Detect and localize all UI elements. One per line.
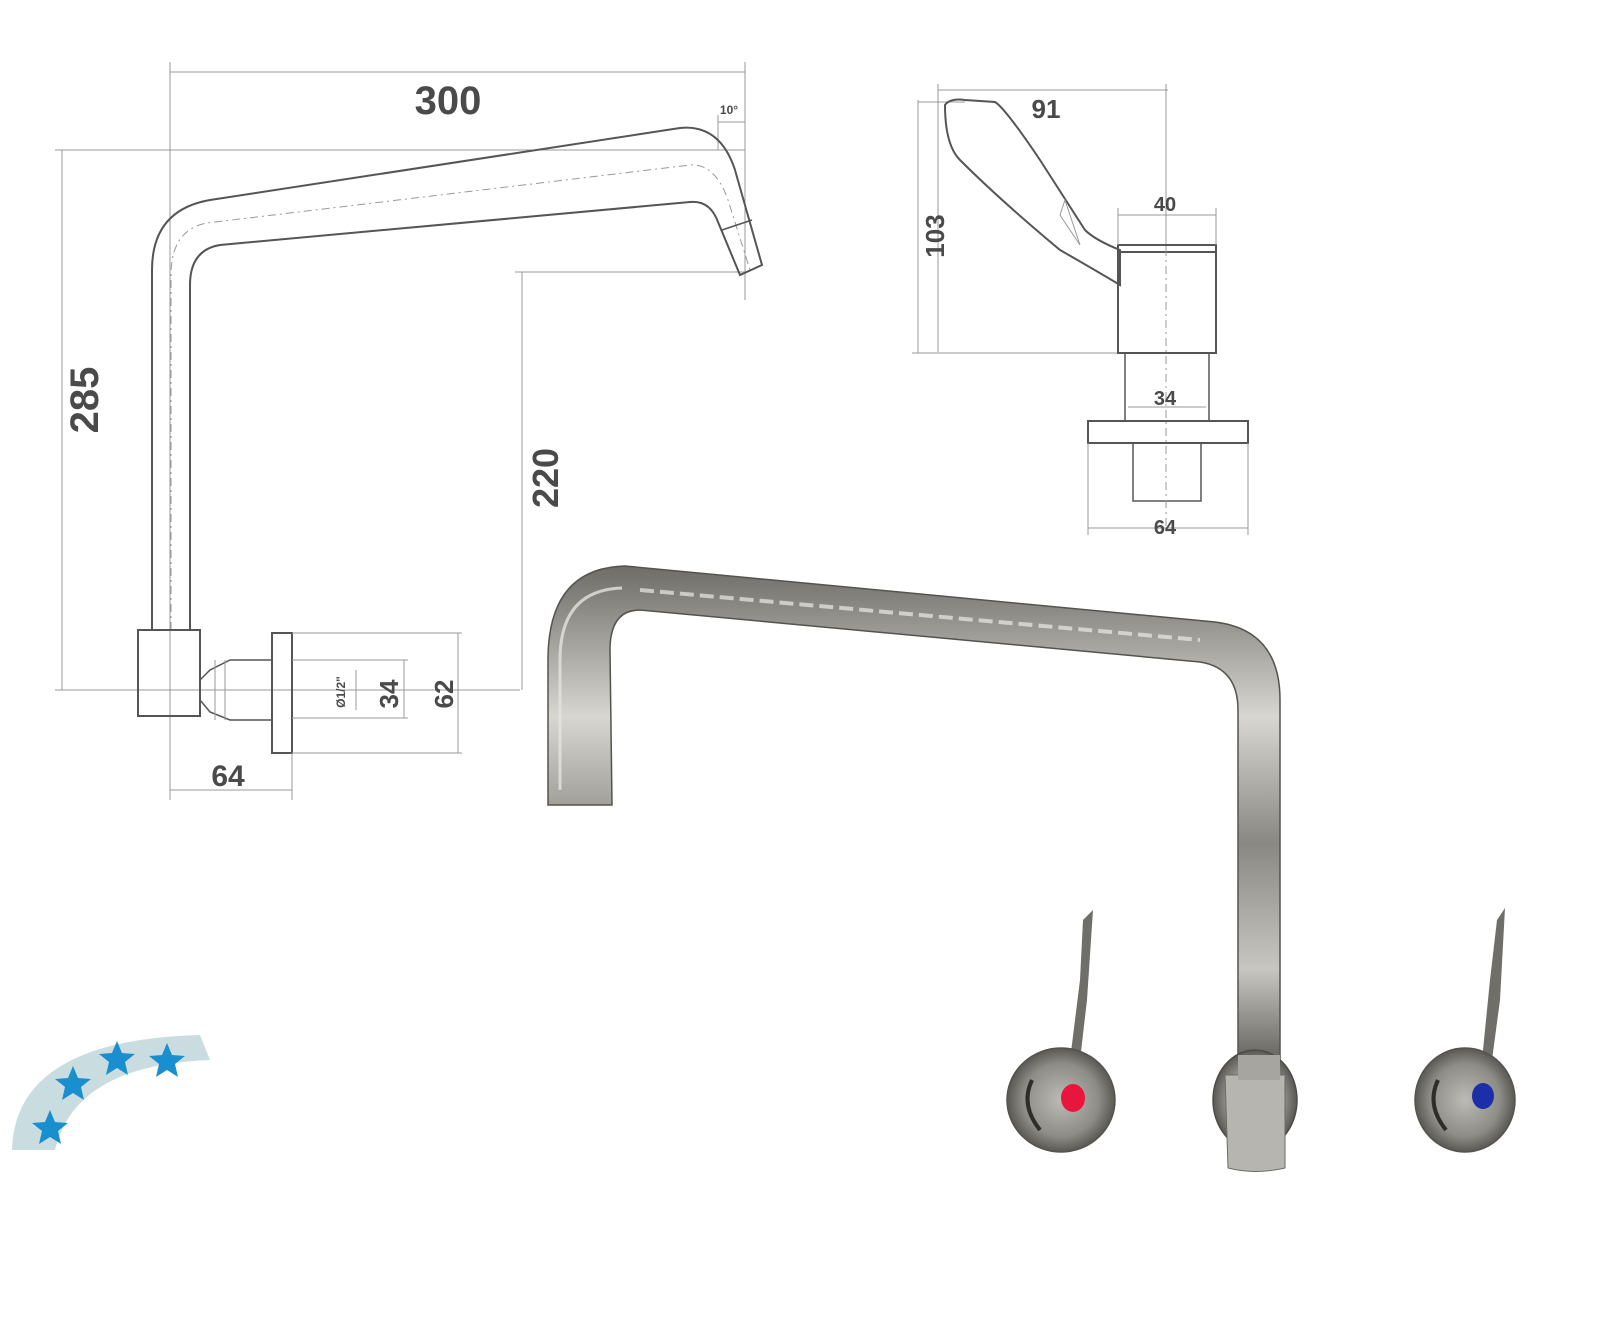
star-icon — [55, 1066, 91, 1100]
spout-side-view — [55, 62, 764, 800]
star-icon — [99, 1041, 135, 1075]
cold-indicator — [1472, 1083, 1494, 1109]
hot-indicator — [1061, 1084, 1085, 1112]
star-icons — [32, 1041, 185, 1144]
rating-badge — [12, 1035, 210, 1150]
dimension-62: 62 — [429, 680, 459, 709]
faucet-photo — [547, 565, 1516, 1172]
dimension-stem-34: 34 — [1154, 388, 1177, 410]
dimension-91: 91 — [1032, 94, 1061, 124]
handle-side-view — [912, 84, 1249, 535]
dimension-base-64: 64 — [211, 760, 245, 793]
dimension-flange-64: 64 — [1154, 517, 1177, 539]
dimension-285: 285 — [63, 367, 107, 434]
star-icon — [32, 1110, 68, 1144]
dimension-34: 34 — [374, 679, 404, 708]
dimension-103: 103 — [920, 214, 950, 257]
star-icon — [149, 1043, 185, 1077]
dimension-300: 300 — [415, 79, 482, 123]
dimension-angle: 10° — [720, 103, 738, 117]
dimension-40: 40 — [1154, 194, 1176, 216]
dimension-220: 220 — [525, 448, 566, 508]
cold-tap-handle — [1414, 908, 1516, 1153]
hot-tap-handle — [1006, 910, 1116, 1153]
dimension-thread: Ø1/2" — [334, 676, 348, 708]
